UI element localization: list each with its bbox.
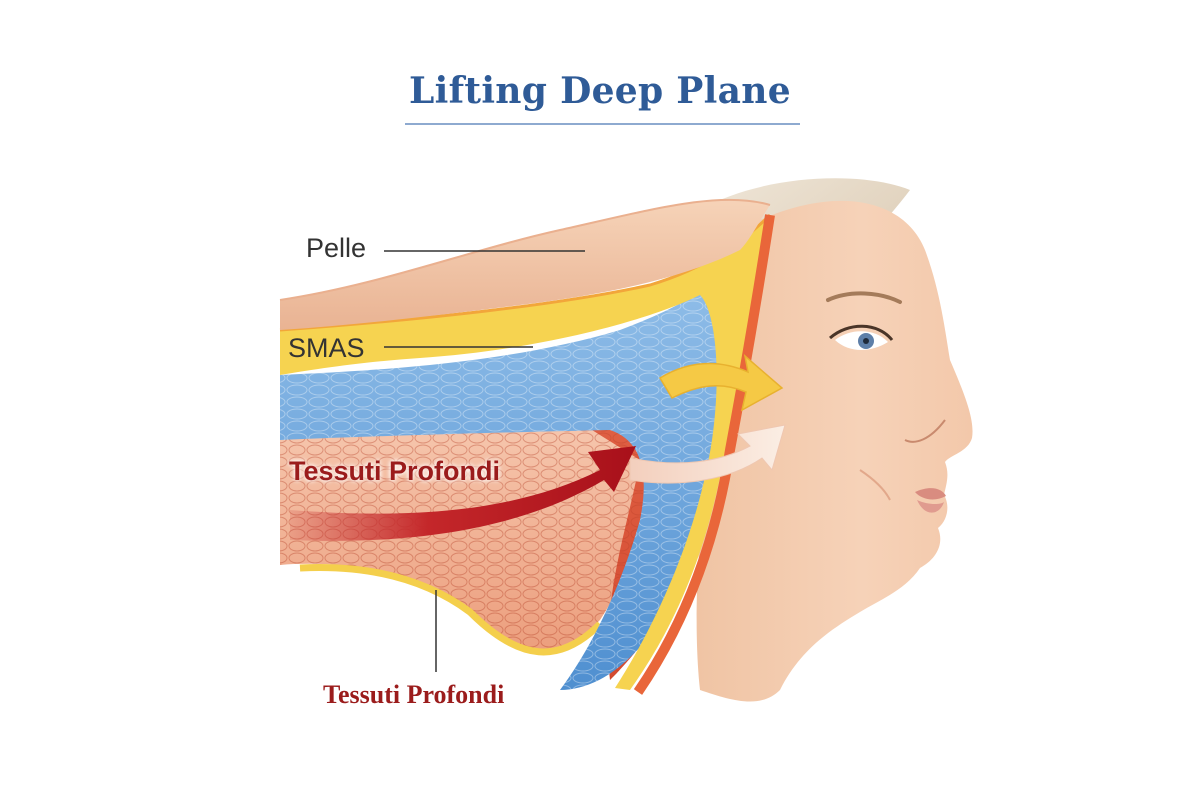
face-profile-icon [696, 200, 973, 702]
skin-layer [280, 199, 770, 330]
deep-tissue-label-upper: Tessuti Profondi [289, 456, 501, 486]
red-lift-arrow-icon [290, 446, 636, 541]
lower-lip-shape [917, 500, 944, 513]
smas-label: SMAS [288, 333, 365, 363]
upper-lip-shape [915, 488, 946, 500]
yellow-lift-arrow-icon [658, 354, 784, 412]
nostril-shape [904, 419, 946, 443]
eyebrow-shape [826, 291, 902, 304]
deep-tissue-label-lower: Tessuti Profondi [323, 680, 505, 709]
diagram-title: Lifting Deep Plane [409, 70, 791, 112]
skin-edge-layer [633, 214, 775, 695]
light-lift-arrow-icon [629, 424, 786, 484]
skin-label: Pelle [306, 233, 367, 263]
smas-layer [280, 215, 770, 690]
eyelash-shape [829, 324, 894, 341]
